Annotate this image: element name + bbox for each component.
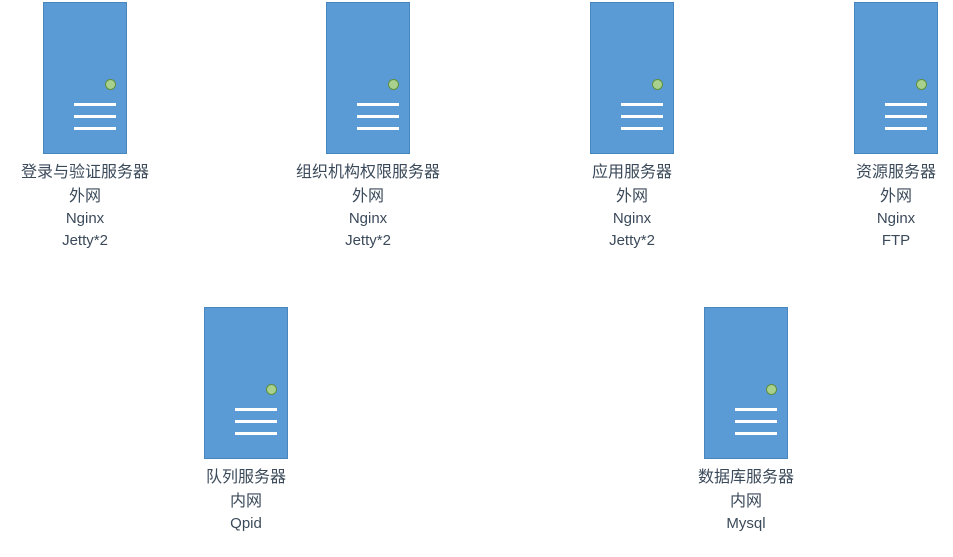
vent-line bbox=[735, 432, 777, 435]
server-database: 数据库服务器 内网 Mysql bbox=[666, 307, 826, 557]
server-tower-icon bbox=[854, 2, 938, 154]
server-name: 队列服务器 bbox=[205, 467, 286, 486]
vent-line bbox=[735, 408, 777, 411]
server-tower-icon bbox=[43, 2, 127, 154]
server-org-permission: 组织机构权限服务器 外网 Nginx Jetty*2 bbox=[288, 2, 448, 252]
status-led-icon bbox=[105, 79, 116, 90]
vent-line bbox=[357, 127, 399, 130]
server-network: 内网 bbox=[729, 491, 762, 510]
server-network: 外网 bbox=[879, 186, 912, 205]
server-label: 资源服务器 外网 Nginx FTP bbox=[829, 160, 953, 252]
status-led-icon bbox=[266, 384, 277, 395]
server-spec: FTP bbox=[881, 232, 911, 249]
vent-line bbox=[357, 103, 399, 106]
server-name: 资源服务器 bbox=[855, 162, 936, 181]
vent-line bbox=[885, 127, 927, 130]
server-tower-icon bbox=[590, 2, 674, 154]
server-name: 应用服务器 bbox=[591, 162, 672, 181]
server-network: 外网 bbox=[68, 186, 101, 205]
vent-line bbox=[885, 103, 927, 106]
server-application: 应用服务器 外网 Nginx Jetty*2 bbox=[552, 2, 712, 252]
vent-line bbox=[621, 115, 663, 118]
server-spec: Jetty*2 bbox=[609, 232, 655, 249]
server-login-auth: 登录与验证服务器 外网 Nginx Jetty*2 bbox=[5, 2, 165, 252]
server-network: 外网 bbox=[351, 186, 384, 205]
vent-line bbox=[74, 127, 116, 130]
server-spec: Qpid bbox=[230, 515, 262, 532]
status-led-icon bbox=[766, 384, 777, 395]
vent-line bbox=[74, 115, 116, 118]
server-label: 登录与验证服务器 外网 Nginx Jetty*2 bbox=[5, 160, 165, 252]
server-tower-icon bbox=[704, 307, 788, 459]
server-spec: Jetty*2 bbox=[62, 232, 108, 249]
server-name: 组织机构权限服务器 bbox=[295, 162, 440, 181]
vent-line bbox=[735, 420, 777, 423]
server-spec: Jetty*2 bbox=[345, 232, 391, 249]
vent-line bbox=[621, 127, 663, 130]
server-name: 数据库服务器 bbox=[697, 467, 794, 486]
server-label: 组织机构权限服务器 外网 Nginx Jetty*2 bbox=[268, 160, 468, 252]
server-tower-icon bbox=[326, 2, 410, 154]
vent-line bbox=[235, 432, 277, 435]
status-led-icon bbox=[388, 79, 399, 90]
server-resource: 资源服务器 外网 Nginx FTP bbox=[816, 2, 950, 252]
server-tower-icon bbox=[204, 307, 288, 459]
server-spec: Mysql bbox=[726, 515, 766, 532]
vent-line bbox=[621, 103, 663, 106]
server-spec: Nginx bbox=[876, 210, 916, 227]
vent-line bbox=[357, 115, 399, 118]
server-spec: Nginx bbox=[348, 210, 388, 227]
vent-line bbox=[885, 115, 927, 118]
server-label: 数据库服务器 内网 Mysql bbox=[666, 465, 826, 535]
server-queue: 队列服务器 内网 Qpid bbox=[166, 307, 326, 557]
status-led-icon bbox=[916, 79, 927, 90]
server-spec: Nginx bbox=[612, 210, 652, 227]
server-label: 应用服务器 外网 Nginx Jetty*2 bbox=[552, 160, 712, 252]
server-network: 内网 bbox=[229, 491, 262, 510]
server-spec: Nginx bbox=[65, 210, 105, 227]
vent-line bbox=[74, 103, 116, 106]
server-network: 外网 bbox=[615, 186, 648, 205]
vent-line bbox=[235, 420, 277, 423]
server-name: 登录与验证服务器 bbox=[20, 162, 149, 181]
status-led-icon bbox=[652, 79, 663, 90]
server-label: 队列服务器 内网 Qpid bbox=[166, 465, 326, 535]
vent-line bbox=[235, 408, 277, 411]
